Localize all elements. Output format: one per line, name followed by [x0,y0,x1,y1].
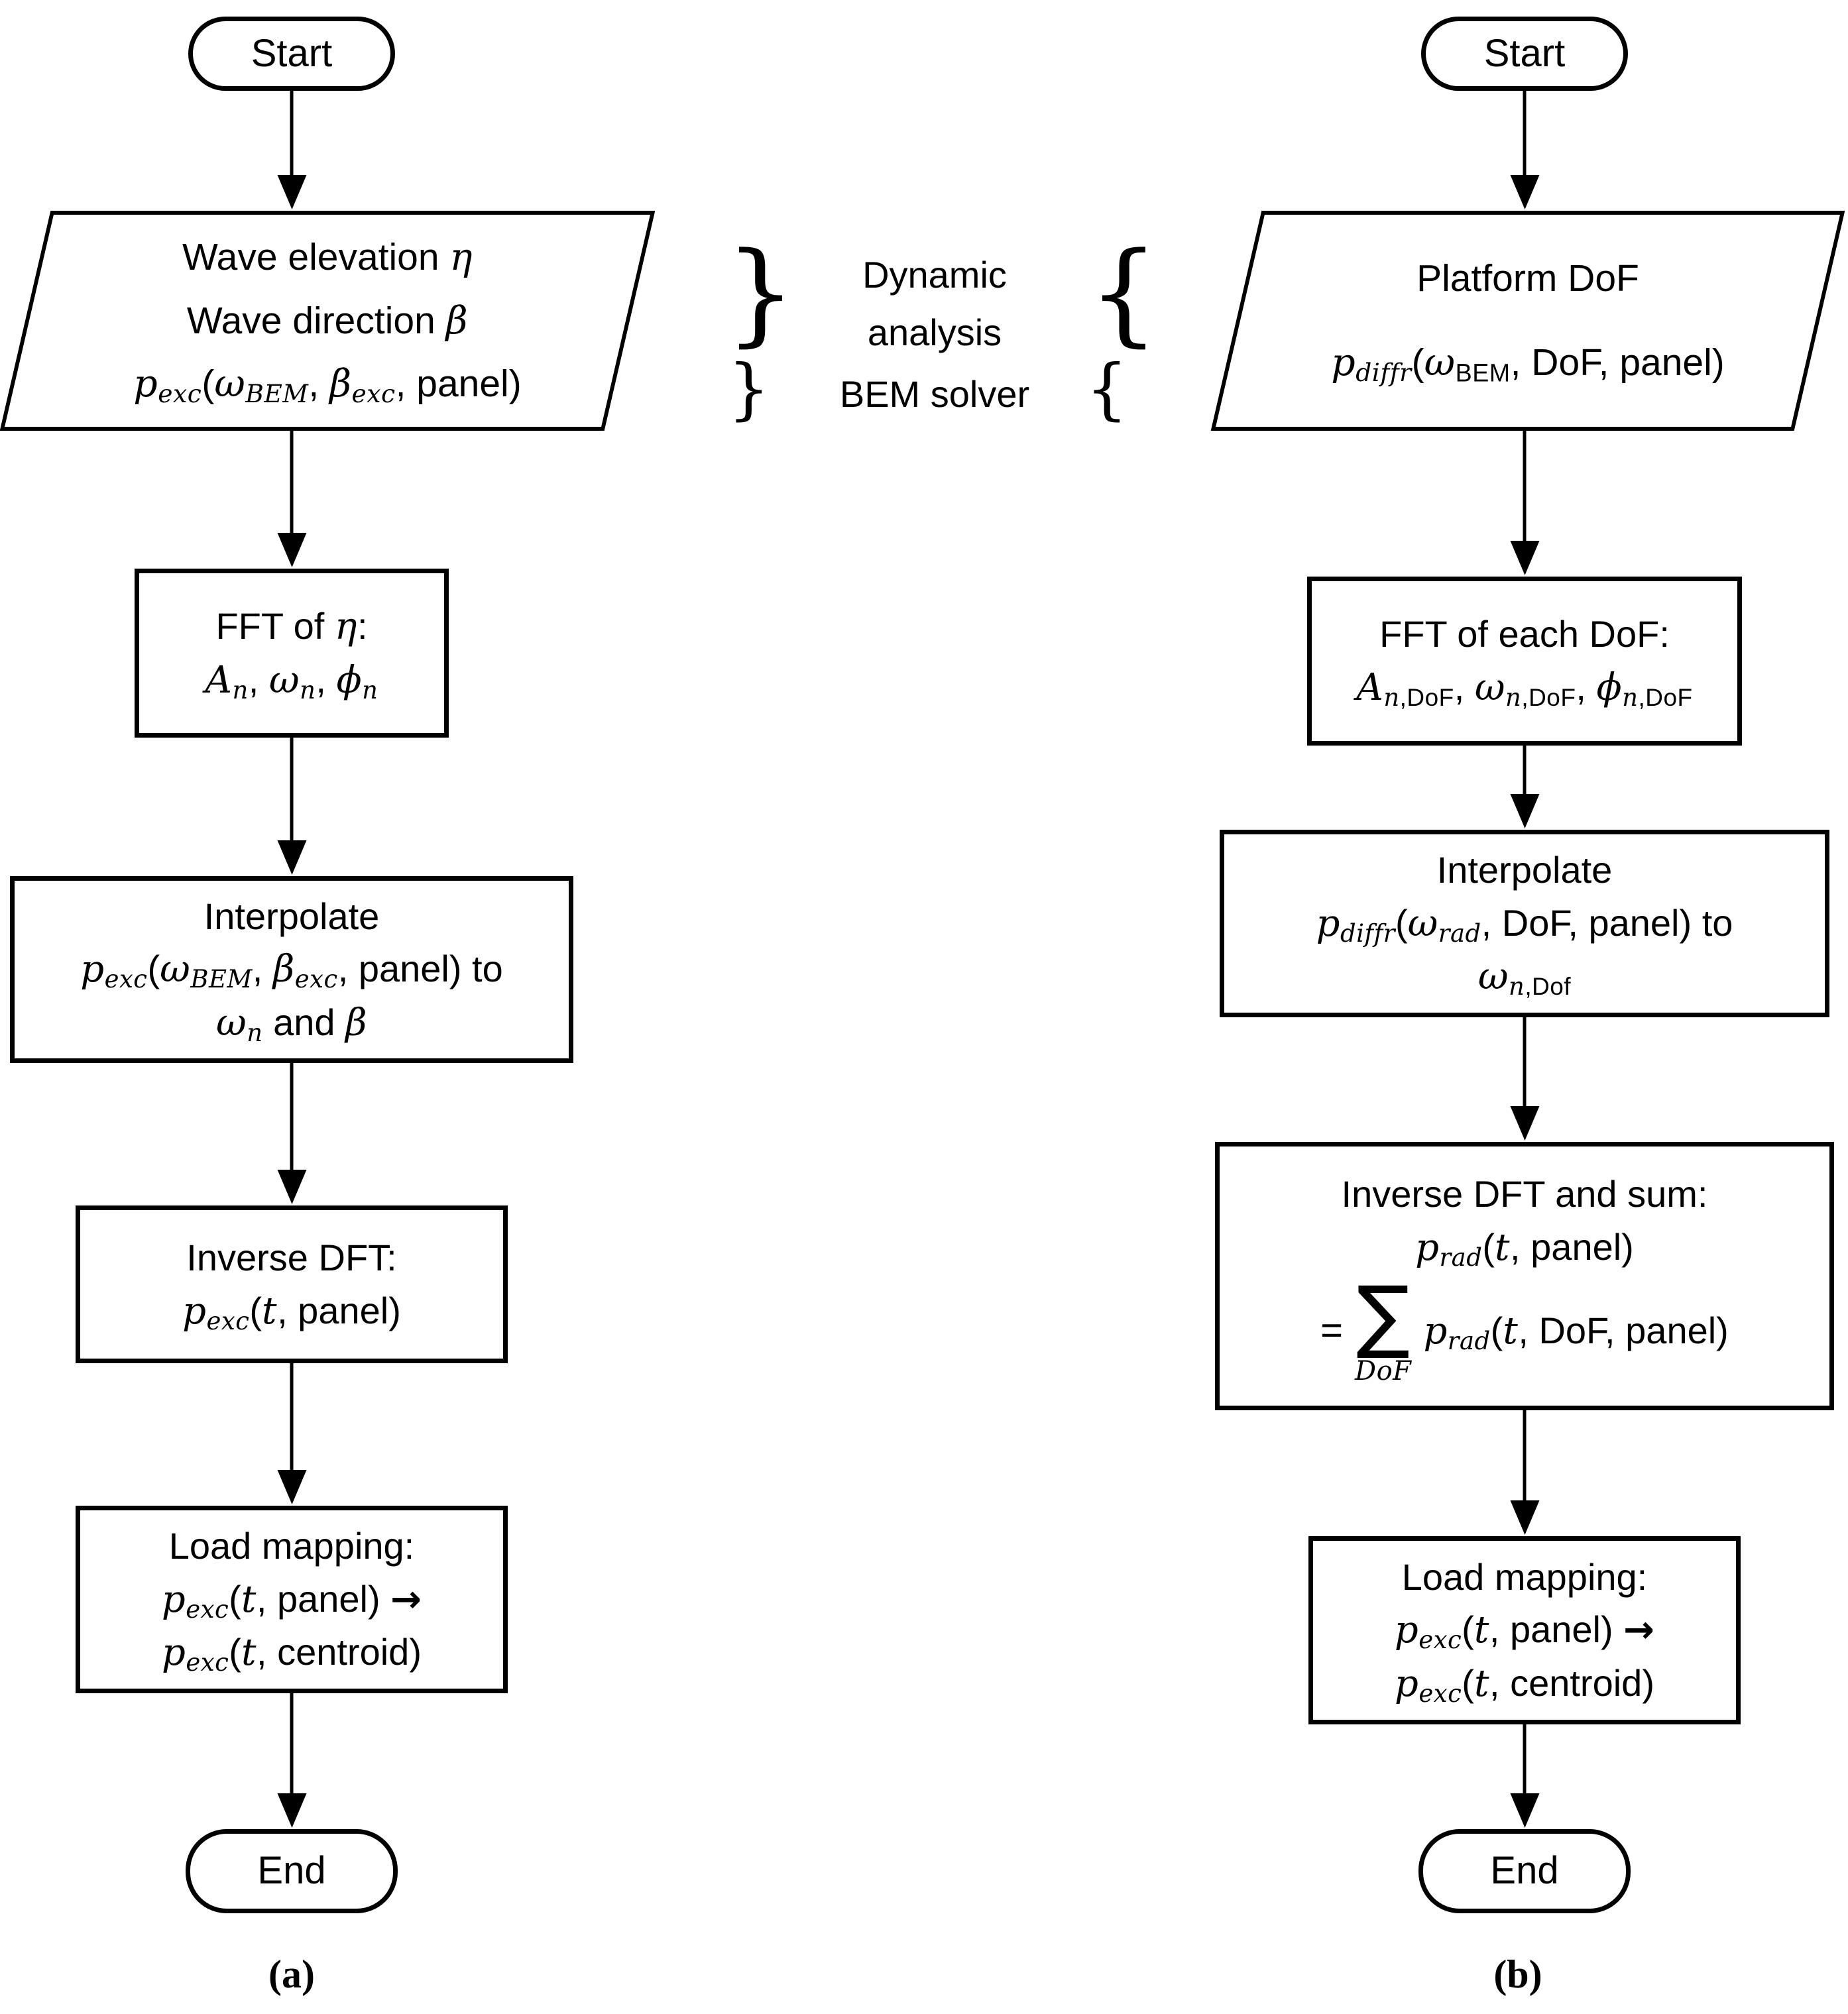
process-line: Load mapping: [168,1525,415,1567]
summation-icon: ∑ DoF [1355,1269,1412,1386]
end-node-b: End [1418,1829,1631,1913]
flow-arrow [1523,746,1527,795]
flow-arrow [290,1063,294,1171]
flow-arrow [1523,91,1527,176]
input-line: pdiffr(ωBEM, DoF, panel) [1331,341,1725,388]
flow-arrow [290,91,294,176]
process-line: ωn and β [216,1001,367,1047]
annotation-line: analysis [867,311,1002,353]
dynamic-analysis-label: Dynamic analysis [789,247,1080,362]
process-line: ωn,Dof [1477,955,1572,1001]
end-label-b: End [1490,1849,1559,1893]
fft-process-box-b: FFT of each DoF: An,DoF, ωn,DoF, ϕn,DoF [1307,577,1742,746]
inverse-dft-sum-box-b: Inverse DFT and sum: prad(t, panel) = ∑ … [1215,1142,1834,1410]
start-node-b: Start [1421,17,1628,91]
input-line: pexc(ωBEM, βexc, panel) [133,361,522,409]
flow-arrow [1523,1410,1527,1502]
process-line: pexc(ωBEM, βexc, panel) to [80,948,503,994]
curly-brace-close-icon: } [725,228,796,358]
process-line: Interpolate [1436,849,1613,891]
process-line: An,DoF, ωn,DoF, ϕn,DoF [1356,666,1693,712]
curly-brace-open-icon: { [1088,228,1159,358]
bem-solver-label: BEM solver [839,373,1030,415]
process-line: prad(t, panel) [1415,1226,1634,1272]
process-line: FFT of η: [215,604,368,648]
process-line: Inverse DFT and sum: [1341,1173,1708,1215]
flow-arrow [1523,1017,1527,1107]
load-mapping-box-a: Load mapping: pexc(t, panel) → pexc(t, c… [76,1506,508,1693]
process-line: FFT of each DoF: [1379,613,1670,655]
process-line: Inverse DFT: [186,1236,397,1278]
equals-sign: = [1320,1309,1344,1353]
start-label-a: Start [251,31,333,75]
input-line: Wave elevation η [182,235,473,280]
input-line: Platform DoF [1416,257,1639,300]
process-line: pexc(t, panel) [182,1289,401,1335]
inverse-dft-box-a: Inverse DFT: pexc(t, panel) [76,1205,508,1363]
curly-brace-close-icon: } [728,350,770,427]
process-line: Load mapping: [1401,1555,1648,1598]
interpolate-process-box-b: Interpolate pdiffr(ωrad, DoF, panel) to … [1220,830,1829,1017]
flow-arrow [290,738,294,842]
process-line: Interpolate [203,895,380,937]
flow-arrow [1523,1724,1527,1795]
annotation-line: Dynamic [862,254,1007,296]
fft-process-box-a: FFT of η: An, ωn, ϕn [135,569,449,738]
process-line: pexc(t, centroid) [1395,1661,1654,1708]
subfigure-caption-a: (a) [268,1952,315,1996]
end-node-a: End [186,1829,398,1913]
flow-arrow [290,431,294,534]
interpolate-process-box-a: Interpolate pexc(ωBEM, βexc, panel) to ω… [10,876,573,1063]
curly-brace-open-icon: { [1086,350,1128,427]
process-line: pexc(t, panel) → [161,1577,422,1624]
sum-rhs: prad(t, DoF, panel) [1423,1310,1729,1356]
process-line: An, ωn, ϕn [205,658,378,704]
flow-arrow [1523,431,1527,542]
start-node-a: Start [188,17,395,91]
wave-input-parallelogram-a: Wave elevation η Wave direction β pexc(ω… [0,211,656,431]
flow-arrow [290,1363,294,1471]
sigma-glyph: ∑ [1356,1269,1411,1362]
sum-formula-row: = ∑ DoF prad(t, DoF, panel) [1320,1269,1729,1386]
input-line: Wave direction β [186,298,469,343]
platform-dof-parallelogram-b: Platform DoF pdiffr(ωBEM, DoF, panel) [1210,211,1845,431]
load-mapping-box-b: Load mapping: pexc(t, panel) → pexc(t, c… [1308,1536,1741,1724]
flow-arrow [290,1693,294,1795]
start-label-b: Start [1483,31,1566,75]
process-line: pdiffr(ωrad, DoF, panel) to [1316,901,1733,948]
end-label-a: End [257,1849,326,1893]
sigma-subscript: DoF [1355,1355,1412,1386]
process-line: pexc(t, panel) → [1394,1608,1655,1655]
process-line: pexc(t, centroid) [162,1631,422,1677]
subfigure-caption-b: (b) [1493,1952,1542,1996]
